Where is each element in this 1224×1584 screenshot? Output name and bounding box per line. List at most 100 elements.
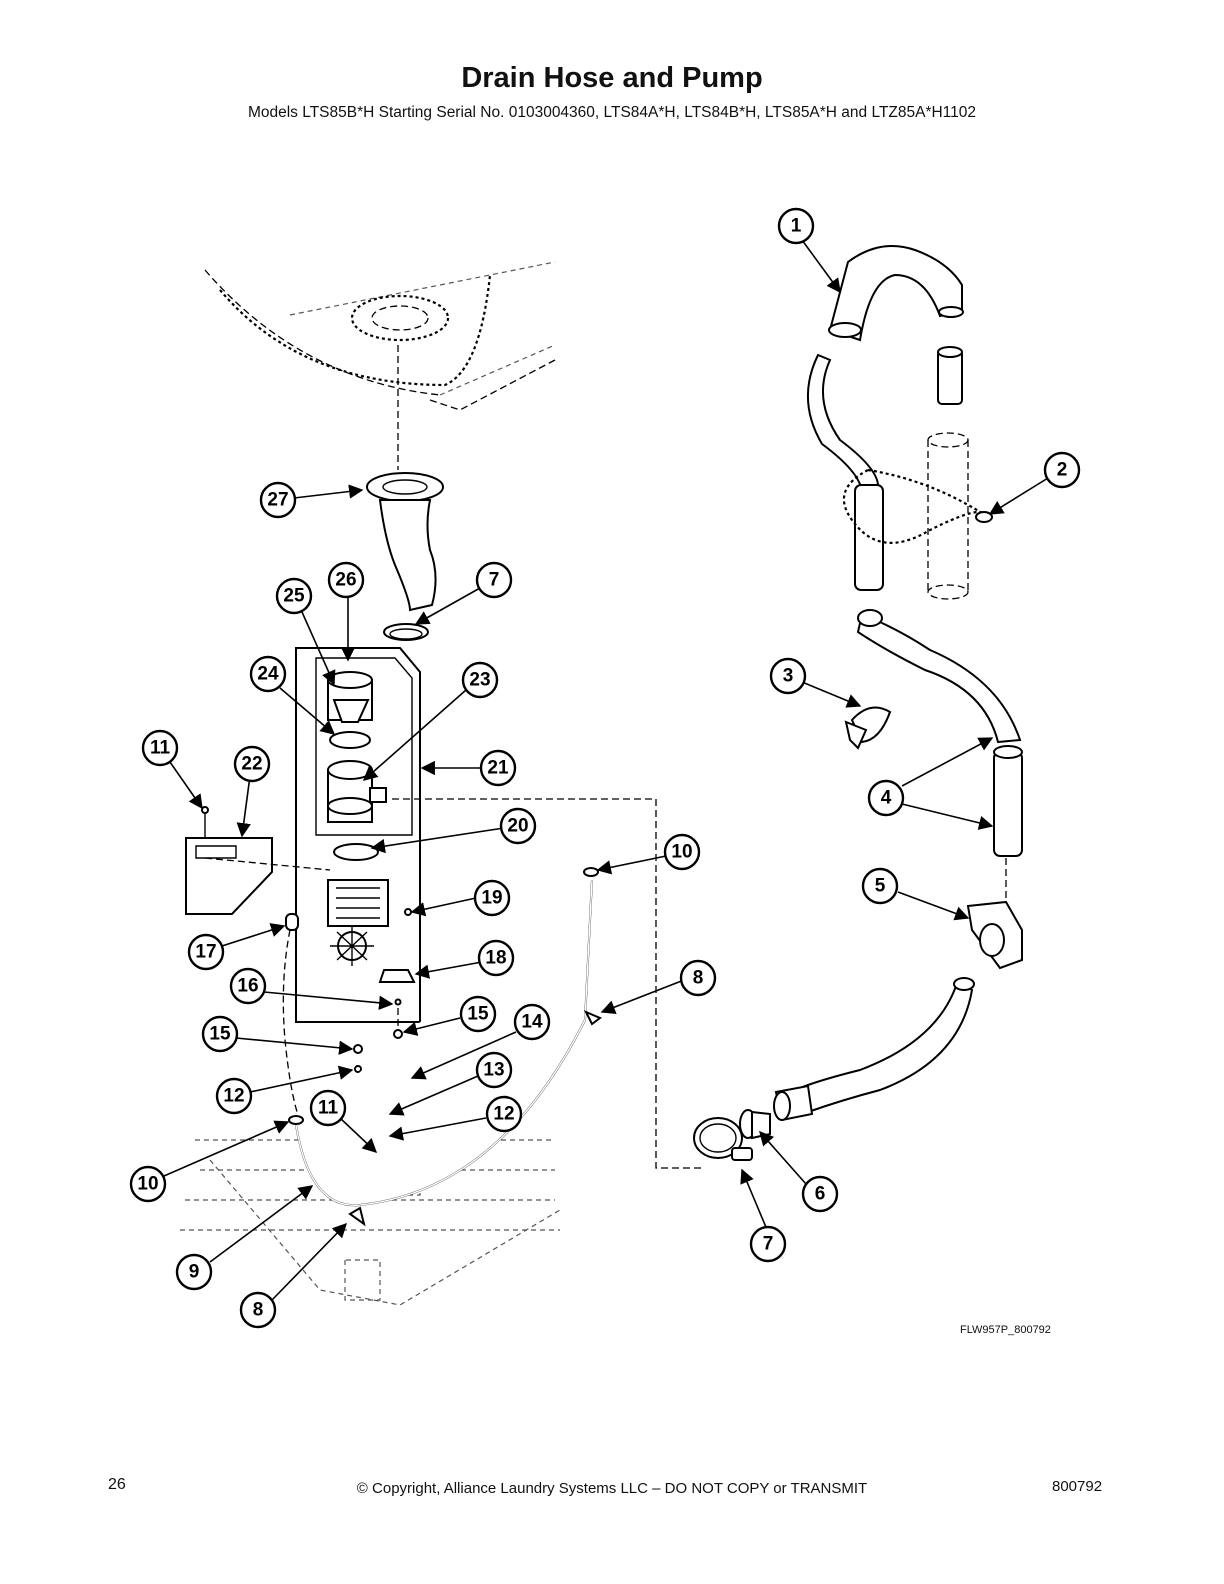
callout-19: 19 xyxy=(473,879,511,917)
svg-text:14: 14 xyxy=(521,1012,543,1033)
callout-13: 13 xyxy=(475,1051,513,1089)
callout-1: 1 xyxy=(777,207,815,245)
svg-text:13: 13 xyxy=(483,1060,504,1081)
svg-text:6: 6 xyxy=(815,1184,826,1205)
svg-text:9: 9 xyxy=(189,1262,200,1283)
svg-text:25: 25 xyxy=(283,586,305,607)
clamp-10-lower xyxy=(288,1115,304,1125)
pump-cover-23 xyxy=(327,760,387,823)
callout-23: 23 xyxy=(461,661,499,699)
svg-text:12: 12 xyxy=(223,1086,244,1107)
tub-outline xyxy=(204,261,556,470)
callout-7-upper: 7 xyxy=(475,561,513,599)
callout-9: 9 xyxy=(175,1253,213,1291)
hose-grommet-5 xyxy=(966,900,1023,970)
screw-16 xyxy=(394,998,402,1006)
standpipe-outline xyxy=(927,432,969,600)
callout-15-left: 15 xyxy=(201,1015,239,1053)
route-dash xyxy=(392,798,702,1169)
hose-clamp-7-lower xyxy=(693,1117,753,1161)
chain-2 xyxy=(842,469,987,544)
copyright-notice: © Copyright, Alliance Laundry Systems LL… xyxy=(356,1480,868,1497)
svg-text:11: 11 xyxy=(318,1098,339,1119)
o-ring-20 xyxy=(333,843,379,861)
dash-17 xyxy=(282,929,299,1116)
callout-22: 22 xyxy=(233,745,271,783)
svg-text:20: 20 xyxy=(507,816,528,837)
clip-8-lower xyxy=(348,1206,366,1227)
svg-text:12: 12 xyxy=(493,1104,514,1125)
pump-bracket-21 xyxy=(295,647,421,1023)
clip-8-upper xyxy=(583,1010,602,1026)
svg-text:24: 24 xyxy=(257,664,279,685)
svg-text:17: 17 xyxy=(195,942,216,963)
hose-clamp-7-upper xyxy=(383,623,429,641)
callout-8-lower: 8 xyxy=(239,1291,277,1329)
svg-text:15: 15 xyxy=(209,1024,231,1045)
svg-text:26: 26 xyxy=(335,570,356,591)
leader-dash-22 xyxy=(204,857,331,871)
hose-coupler-4 xyxy=(993,751,1023,857)
svg-text:7: 7 xyxy=(489,570,500,591)
callout-5: 5 xyxy=(861,867,899,905)
svg-text:21: 21 xyxy=(487,758,509,779)
pump-housing-25 xyxy=(327,671,373,723)
callout-17: 17 xyxy=(187,933,225,971)
callout-26: 26 xyxy=(327,561,365,599)
callout-15-right: 15 xyxy=(459,995,497,1033)
bracket-18 xyxy=(378,969,416,983)
page-title: Drain Hose and Pump xyxy=(461,62,763,94)
hose-middle xyxy=(856,612,1022,744)
callout-7-lower: 7 xyxy=(749,1225,787,1263)
callout-4: 4 xyxy=(867,779,905,817)
callout-10-upper: 10 xyxy=(663,833,701,871)
page-number: 26 xyxy=(108,1476,126,1493)
callout-12-left: 12 xyxy=(215,1077,253,1115)
svg-text:10: 10 xyxy=(137,1174,158,1195)
cover-plate-22 xyxy=(185,806,273,915)
svg-text:3: 3 xyxy=(783,666,794,687)
document-number: 800792 xyxy=(1052,1478,1103,1495)
svg-text:27: 27 xyxy=(267,490,288,511)
fitting-17 xyxy=(285,913,299,931)
hose-cuff xyxy=(937,346,963,405)
svg-text:2: 2 xyxy=(1057,460,1068,481)
page-subtitle: Models LTS85B*H Starting Serial No. 0103… xyxy=(247,104,977,121)
svg-text:8: 8 xyxy=(253,1300,264,1321)
svg-text:22: 22 xyxy=(241,754,262,775)
callout-18: 18 xyxy=(477,939,515,977)
svg-text:8: 8 xyxy=(693,968,704,989)
figure-code: FLW957P_800792 xyxy=(960,1324,1051,1336)
hose-lower xyxy=(798,978,974,1114)
svg-text:7: 7 xyxy=(763,1234,774,1255)
svg-text:23: 23 xyxy=(469,670,490,691)
callout-21: 21 xyxy=(479,749,517,787)
svg-text:5: 5 xyxy=(875,876,886,897)
o-ring-24 xyxy=(329,731,371,749)
callout-8-upper: 8 xyxy=(679,959,717,997)
hose-clip-3 xyxy=(844,706,892,750)
svg-text:16: 16 xyxy=(237,976,258,997)
svg-text:4: 4 xyxy=(881,788,892,809)
svg-text:19: 19 xyxy=(481,888,502,909)
callout-25: 25 xyxy=(275,577,313,615)
callout-20: 20 xyxy=(499,807,537,845)
clamp-10-upper xyxy=(583,867,599,877)
callout-27: 27 xyxy=(259,481,297,519)
svg-text:11: 11 xyxy=(150,738,171,759)
callout-16: 16 xyxy=(229,967,267,1005)
callout-10-lower: 10 xyxy=(129,1165,167,1203)
callout-11-lower: 11 xyxy=(309,1089,347,1127)
leader-lines xyxy=(163,239,1049,1301)
callout-14: 14 xyxy=(513,1003,551,1041)
callout-6: 6 xyxy=(801,1175,839,1213)
washer-6 xyxy=(739,1109,771,1140)
callout-3: 3 xyxy=(769,657,807,695)
svg-text:15: 15 xyxy=(467,1004,489,1025)
hose-hook-1 xyxy=(828,245,964,342)
svg-text:10: 10 xyxy=(671,842,692,863)
callout-2: 2 xyxy=(1043,451,1081,489)
sump-hose-27 xyxy=(366,472,444,612)
svg-text:1: 1 xyxy=(791,216,802,237)
